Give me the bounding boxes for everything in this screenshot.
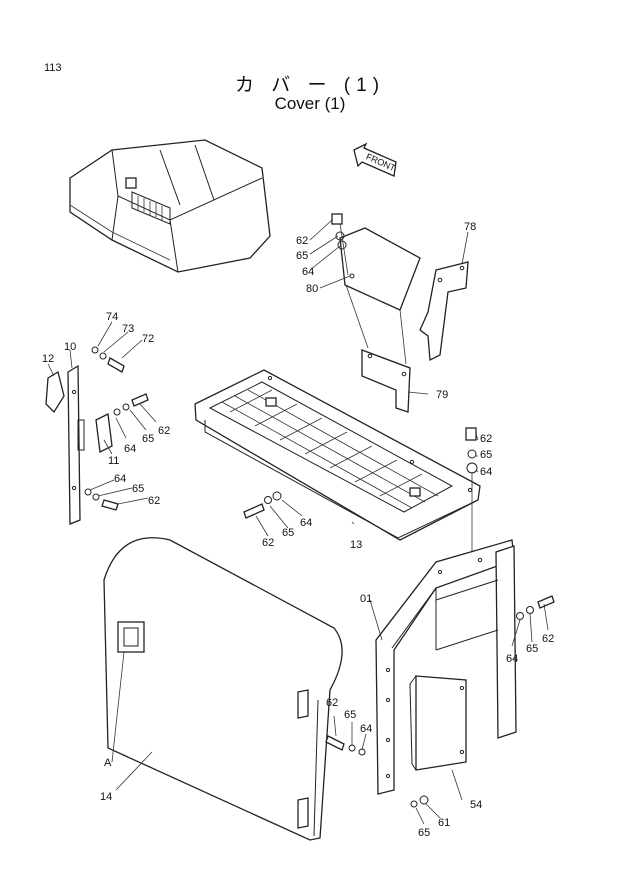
label-62: 62: [262, 537, 274, 549]
label-80: 80: [306, 283, 318, 295]
bolt-62-right: [516, 595, 555, 620]
bolt-62-bottom: [243, 491, 282, 519]
label-64: 64: [114, 473, 126, 485]
bracket-79: [361, 349, 411, 413]
label-10: 10: [64, 341, 76, 353]
label-64: 64: [300, 517, 312, 529]
bolt-62-top: [331, 213, 349, 276]
frame-01: [375, 539, 517, 795]
label-65: 65: [142, 433, 154, 445]
label-62: 62: [480, 433, 492, 445]
label-78: 78: [464, 221, 476, 233]
bolt-62-door: [325, 735, 366, 756]
hinge-bracket-10: [67, 364, 81, 525]
front-arrow-icon: FRONT: [353, 142, 397, 177]
bolt-72: [91, 346, 125, 373]
part-labels: 62 65 64 80 78 79 74 73 72 12 10 11 62 6…: [42, 221, 554, 839]
label-64: 64: [506, 653, 518, 665]
hinge-12: [45, 370, 65, 414]
label-65: 65: [480, 449, 492, 461]
side-cover-54: [409, 675, 467, 771]
label-01: 01: [360, 593, 372, 605]
label-62: 62: [542, 633, 554, 645]
machine-overview: [69, 139, 271, 273]
label-61: 61: [438, 817, 450, 829]
label-62: 62: [326, 697, 338, 709]
label-73: 73: [122, 323, 134, 335]
label-62: 62: [158, 425, 170, 437]
leader-lines: [47, 219, 549, 825]
bolt-62-left: [84, 393, 149, 511]
grille-panel-13: [194, 369, 481, 541]
label-65: 65: [526, 643, 538, 655]
label-14: 14: [100, 791, 112, 803]
label-65: 65: [418, 827, 430, 839]
door-14: [103, 537, 343, 841]
label-64: 64: [124, 443, 136, 455]
title-japanese: カ バ ー (1): [234, 75, 386, 96]
label-79: 79: [436, 389, 448, 401]
label-54: 54: [470, 799, 482, 811]
plate-80: [339, 227, 421, 365]
label-65: 65: [282, 527, 294, 539]
label-64: 64: [360, 723, 372, 735]
label-64: 64: [302, 266, 314, 278]
label-62: 62: [296, 235, 308, 247]
label-72: 72: [142, 333, 154, 345]
label-65: 65: [296, 250, 308, 262]
label-65: 65: [132, 483, 144, 495]
label-65: 65: [344, 709, 356, 721]
bracket-78: [419, 261, 469, 362]
label-64: 64: [480, 466, 492, 478]
hinge-11: [77, 413, 113, 453]
label-A: A: [104, 757, 112, 769]
label-12: 12: [42, 353, 54, 365]
label-11: 11: [108, 455, 119, 467]
nut-61: [410, 795, 429, 808]
title-english: Cover (1): [274, 94, 346, 113]
label-74: 74: [106, 311, 118, 323]
label-62: 62: [148, 495, 160, 507]
label-13: 13: [350, 539, 362, 551]
page-number: 113: [44, 62, 62, 74]
